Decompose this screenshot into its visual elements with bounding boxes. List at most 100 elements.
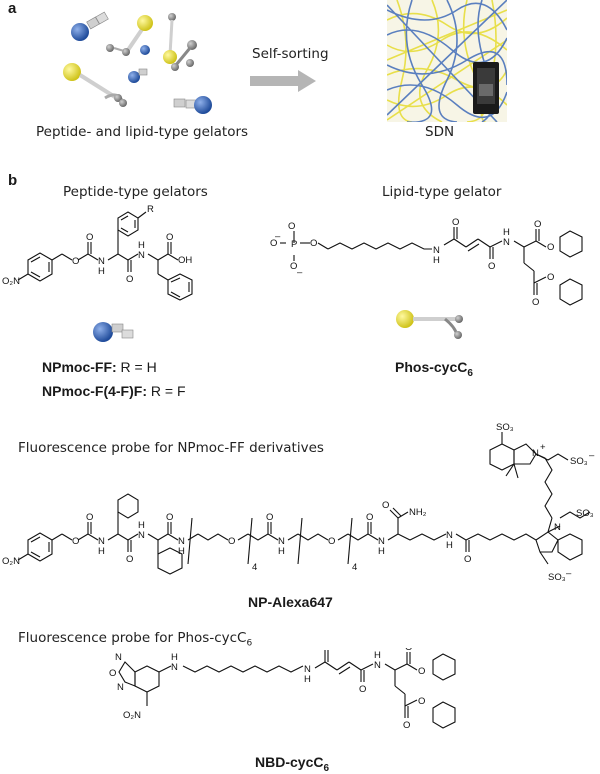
lipid-gelator-icon — [396, 310, 463, 339]
lipid-gelator-1 — [106, 15, 153, 56]
nbd-ester-o-2: O — [418, 666, 425, 677]
h-label-1: H — [98, 266, 105, 277]
np-alexa647-structure: O₂N O O N H O N H O N H O 4 O N H O 4 O … — [2, 422, 595, 583]
self-sorting-arrow — [250, 70, 316, 92]
probe-h-label-6: H — [446, 540, 453, 551]
phos-cycc6-name: Phos-cycC6 — [395, 357, 473, 379]
probe-h-label-3: H — [178, 546, 185, 557]
nbd-cycc6-name: NBD-cycC6 — [255, 752, 329, 774]
nh2-label: NH₂ — [409, 507, 427, 518]
nbd-amide-h-2: H — [374, 650, 381, 661]
probe-o2n-label: O₂N — [2, 556, 20, 567]
probe-o-label-6: O — [366, 512, 373, 523]
npmoc-f4ff-r-value: R = F — [147, 383, 186, 399]
lipid-gelator-3 — [63, 63, 127, 107]
ester-o-label-1: O — [534, 219, 541, 230]
phos-cycc6-subscript: 6 — [467, 368, 473, 380]
peg-repeat-1: 4 — [252, 562, 257, 573]
amide-o-label-2: O — [488, 261, 495, 272]
indolium-n-label: N — [532, 448, 539, 459]
probe-h-label-4: H — [278, 546, 285, 557]
probe-n-label-5: N — [378, 536, 385, 547]
p-o-bottom-label: O — [290, 261, 297, 272]
peptide-gelator-icon — [93, 322, 134, 342]
ester-o-label-4: O — [547, 272, 554, 283]
nbd-ester-o-1: O — [405, 648, 412, 653]
probe2-heading: Fluorescence probe for Phos-cycC6 — [18, 630, 252, 649]
probe-o-label-5: O — [266, 512, 273, 523]
probe2-heading-text: Fluorescence probe for Phos-cycC — [18, 630, 247, 646]
nbd-n-label-2: N — [117, 682, 124, 693]
lipid-heading: Lipid-type gelator — [382, 184, 502, 200]
nbd-cycc6-subscript: 6 — [323, 763, 330, 774]
phos-cycc6-label: Phos-cycC — [395, 359, 468, 375]
p-o-top-label: O — [288, 221, 295, 232]
probe-o-label-2: O — [86, 512, 93, 523]
sdn-network-image — [387, 0, 507, 122]
peptide-gelator-4 — [173, 96, 212, 114]
so3-label-mid: SO₃ — [570, 456, 588, 467]
amide-n-label-2: N — [503, 237, 510, 248]
sdn-caption: SDN — [425, 124, 455, 140]
npmoc-ff-label: NPmoc-FF: — [42, 359, 117, 375]
probe-h-label-1: H — [98, 546, 105, 557]
nbd-amine-h: H — [171, 652, 178, 663]
np-alexa647-label: NP-Alexa647 — [248, 594, 333, 610]
nbd-o-label: O — [109, 668, 116, 679]
nh-label-2: N — [138, 250, 145, 261]
nbd-amide-n-2: N — [374, 660, 381, 671]
carbonyl-o-label-2: O — [126, 274, 133, 285]
panel-a-label: a — [8, 0, 17, 17]
npmoc-f4ff-label: NPmoc-F(4-F)F: — [42, 383, 147, 399]
gelators-caption: Peptide- and lipid-type gelators — [36, 124, 249, 140]
lipid-gelator-2 — [163, 13, 197, 71]
so3-label-right: SO₃ — [576, 508, 594, 519]
amide-o-label: O — [452, 217, 459, 228]
probe-n-label-1: N — [98, 536, 105, 547]
probe-o-label-3: O — [126, 554, 133, 565]
nh-label-1: N — [98, 256, 105, 267]
nbd-amide-o-2: O — [359, 684, 366, 695]
so3-label-top: SO₃ — [496, 422, 514, 433]
phos-cycc6-structure: O O P O O – – N H O O N H O O O O — [270, 217, 583, 308]
nbd-amide-h: H — [304, 674, 311, 685]
o2n-label: O₂N — [2, 276, 20, 287]
peg-repeat-2: 4 — [352, 562, 357, 573]
probe-n-label-3: N — [178, 536, 185, 547]
nbd-cycc6-structure: N O N N H O₂N N H O O N H O O O O — [109, 648, 456, 731]
peg-o-label-1: O — [228, 536, 235, 547]
probe-o-label-4: O — [166, 512, 173, 523]
probe-n-label-6: N — [446, 530, 453, 541]
nbd-amide-n: N — [304, 664, 311, 675]
so3-minus-mid: – — [589, 450, 595, 461]
nbd-n-label-1: N — [115, 652, 122, 663]
amide-o-label-3: O — [382, 500, 389, 511]
indole-n-label: N — [554, 522, 561, 533]
indolium-plus: + — [540, 442, 546, 453]
nbd-ester-o-4: O — [418, 696, 425, 707]
peg-o-label-2: O — [328, 536, 335, 547]
probe-o-label-1: O — [72, 536, 79, 547]
h-label-2: H — [138, 240, 145, 251]
so3-label-bottom: SO₃ — [548, 572, 566, 583]
peptide-heading: Peptide-type gelators — [63, 184, 208, 200]
minus-charge-2: – — [297, 267, 303, 278]
acid-o-label: O — [166, 232, 173, 243]
panel-b-label: b — [8, 172, 18, 189]
self-sorting-label: Self-sorting — [252, 46, 329, 62]
npmoc-f4ff-name: NPmoc-F(4-F)F: R = F — [42, 381, 186, 400]
nbd-amine-n: N — [171, 662, 178, 673]
probe-o-label-7: O — [464, 554, 471, 565]
ester-o-label-2: O — [547, 242, 554, 253]
probe2-heading-subscript: 6 — [246, 638, 253, 649]
nbd-amide-o: O — [323, 648, 330, 651]
amide-n-label: N — [433, 245, 440, 256]
nbd-ester-o-3: O — [403, 720, 410, 731]
so3-minus-bottom: – — [566, 568, 572, 579]
phosphorus-label: P — [291, 239, 297, 250]
ester-o-label: O — [72, 256, 79, 267]
probe-h-label-2: H — [138, 520, 145, 531]
minus-charge-1: – — [275, 231, 281, 242]
carbonyl-o-label: O — [86, 232, 93, 243]
probe-n-label-2: N — [138, 530, 145, 541]
